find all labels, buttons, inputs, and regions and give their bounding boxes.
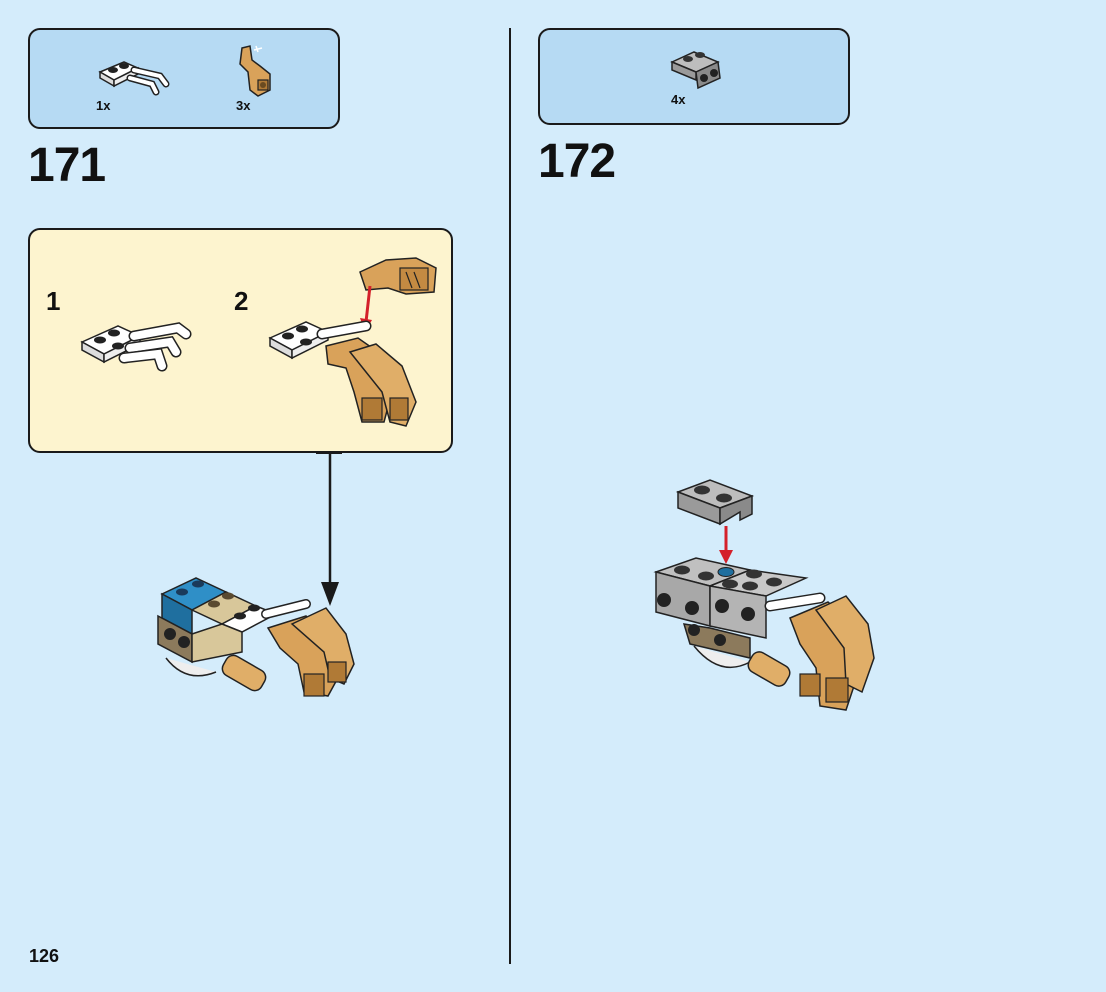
sub-assembly-box: 1 2 (28, 228, 453, 453)
step-number-171: 171 (28, 138, 105, 193)
substep-2-model (266, 242, 446, 442)
gray-bracket-plate-part-icon (668, 48, 724, 90)
gold-claw-part-icon (230, 44, 280, 100)
page-divider (509, 28, 511, 964)
sub-step-number-1: 1 (46, 286, 60, 317)
substep-1-model (78, 306, 198, 382)
part-qty: 3x (236, 98, 250, 113)
part-qty: 4x (671, 92, 685, 107)
parts-box-step-172: 4x (538, 28, 850, 125)
part-qty: 1x (96, 98, 110, 113)
step-171-result-model (156, 564, 366, 714)
step-172-model (650, 478, 880, 718)
step-number-172: 172 (538, 134, 615, 189)
sub-step-number-2: 2 (234, 286, 248, 317)
parts-box-step-171: 1x 3x (28, 28, 340, 129)
page-number: 126 (29, 946, 59, 967)
white-plate-with-clips-part-icon (94, 50, 174, 100)
